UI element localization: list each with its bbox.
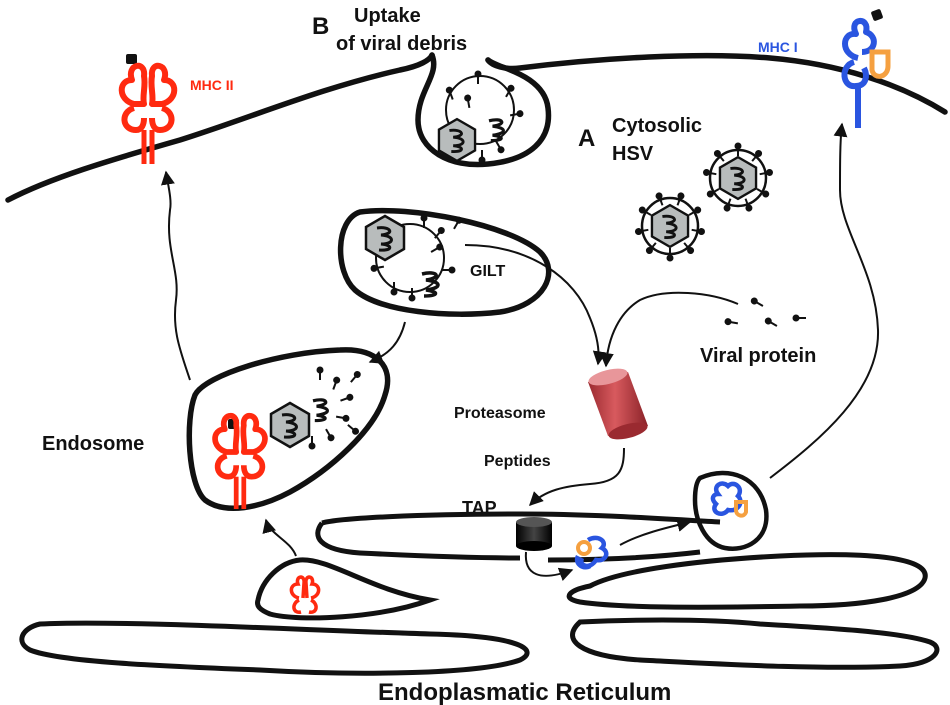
cytosolic-label-line1: Cytosolic (612, 115, 702, 137)
peptides-label: Peptides (484, 453, 551, 470)
er-lower-boundary (315, 521, 701, 563)
secretory-vesicle (692, 470, 769, 551)
panel-a-letter: A (578, 125, 595, 152)
er-right-tubule (566, 552, 928, 610)
cytosolic-viral-proteins (722, 295, 807, 331)
arrow-phagosome-to-endosome (368, 321, 406, 364)
phagosome-viral-debris (364, 213, 465, 303)
vesicle-mhc-class-1-icon (710, 481, 748, 518)
arrow-vesicle-to-surface (769, 122, 880, 479)
mhc-class-2-molecule-icon (122, 54, 175, 164)
arrow-mhc1-to-vesicle (619, 518, 692, 546)
proteasome-cylinder-icon (588, 368, 648, 440)
endosome-viral-debris (269, 365, 364, 451)
arrow-proteasome-to-tap (529, 447, 625, 506)
er-upper-cisterna (321, 511, 721, 526)
viral-protein-label: Viral protein (700, 345, 816, 367)
mhc-class-1-molecule-icon (844, 9, 891, 128)
endosome-mhc-class-2-icon (215, 416, 265, 509)
viral-debris-in-cup (437, 69, 526, 165)
er-bottom-sheet (19, 620, 530, 676)
hsv-virion-icon (701, 141, 775, 214)
phagocytic-cup (415, 52, 552, 168)
cytosolic-label-line2: HSV (612, 143, 654, 165)
mhc1-label: MHC I (758, 39, 798, 55)
uptake-label-line2: of viral debris (336, 33, 467, 55)
hsv-virion-icon (633, 190, 707, 263)
er-label: Endoplasmatic Reticulum (378, 679, 671, 705)
proteasome-label: Proteasome (454, 405, 546, 422)
er-mhc-class-2-icon (289, 575, 321, 615)
arrow-viral-protein-to-proteasome (599, 291, 739, 368)
arrow-er-vesicle-to-endosome (262, 518, 297, 557)
er-lower-tubule (570, 617, 940, 670)
arrow-phagosome-to-proteasome (464, 244, 607, 366)
arrow-endosome-to-surface (160, 170, 191, 381)
tap-transporter-icon (516, 517, 552, 551)
er-mhc-class-1-peptide-loading-icon (574, 535, 609, 570)
panel-b-letter: B (312, 13, 329, 40)
endosome-vesicle (186, 347, 391, 512)
mhc2-label: MHC II (190, 77, 234, 93)
phagosome-vesicle (337, 207, 552, 317)
uptake-label-line1: Uptake (354, 5, 421, 27)
er-budding-vesicle (255, 557, 440, 621)
endosome-label: Endosome (42, 433, 144, 455)
arrow-tap-to-mhc1-loading (524, 551, 574, 581)
gilt-label: GILT (470, 263, 505, 280)
